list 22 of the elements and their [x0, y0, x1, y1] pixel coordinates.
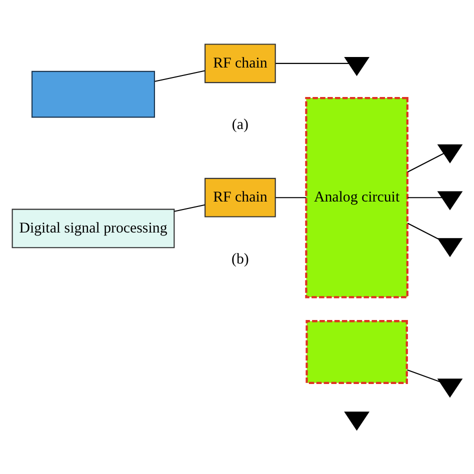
- connector: [406, 369, 440, 382]
- node-antenna: [437, 378, 463, 398]
- node-antenna: [344, 412, 370, 431]
- node-box: Digital signal processing: [12, 208, 175, 248]
- connector: [407, 222, 439, 240]
- connector: [174, 204, 205, 212]
- label: (a): [232, 117, 248, 134]
- connector: [408, 197, 442, 198]
- connector: [407, 153, 444, 172]
- node-box: Analog circuit: [305, 96, 408, 298]
- node-antenna: [437, 191, 463, 210]
- node-antenna: [437, 238, 463, 258]
- connector: [276, 62, 349, 64]
- node-antenna: [344, 57, 370, 76]
- node-box: [306, 320, 408, 384]
- node-box: RF chain: [204, 44, 276, 84]
- node-box: [31, 70, 155, 118]
- node-antenna: [437, 144, 463, 164]
- connector: [154, 70, 205, 82]
- label: (b): [232, 251, 249, 268]
- connector: [276, 197, 306, 198]
- node-box: RF chain: [204, 178, 276, 218]
